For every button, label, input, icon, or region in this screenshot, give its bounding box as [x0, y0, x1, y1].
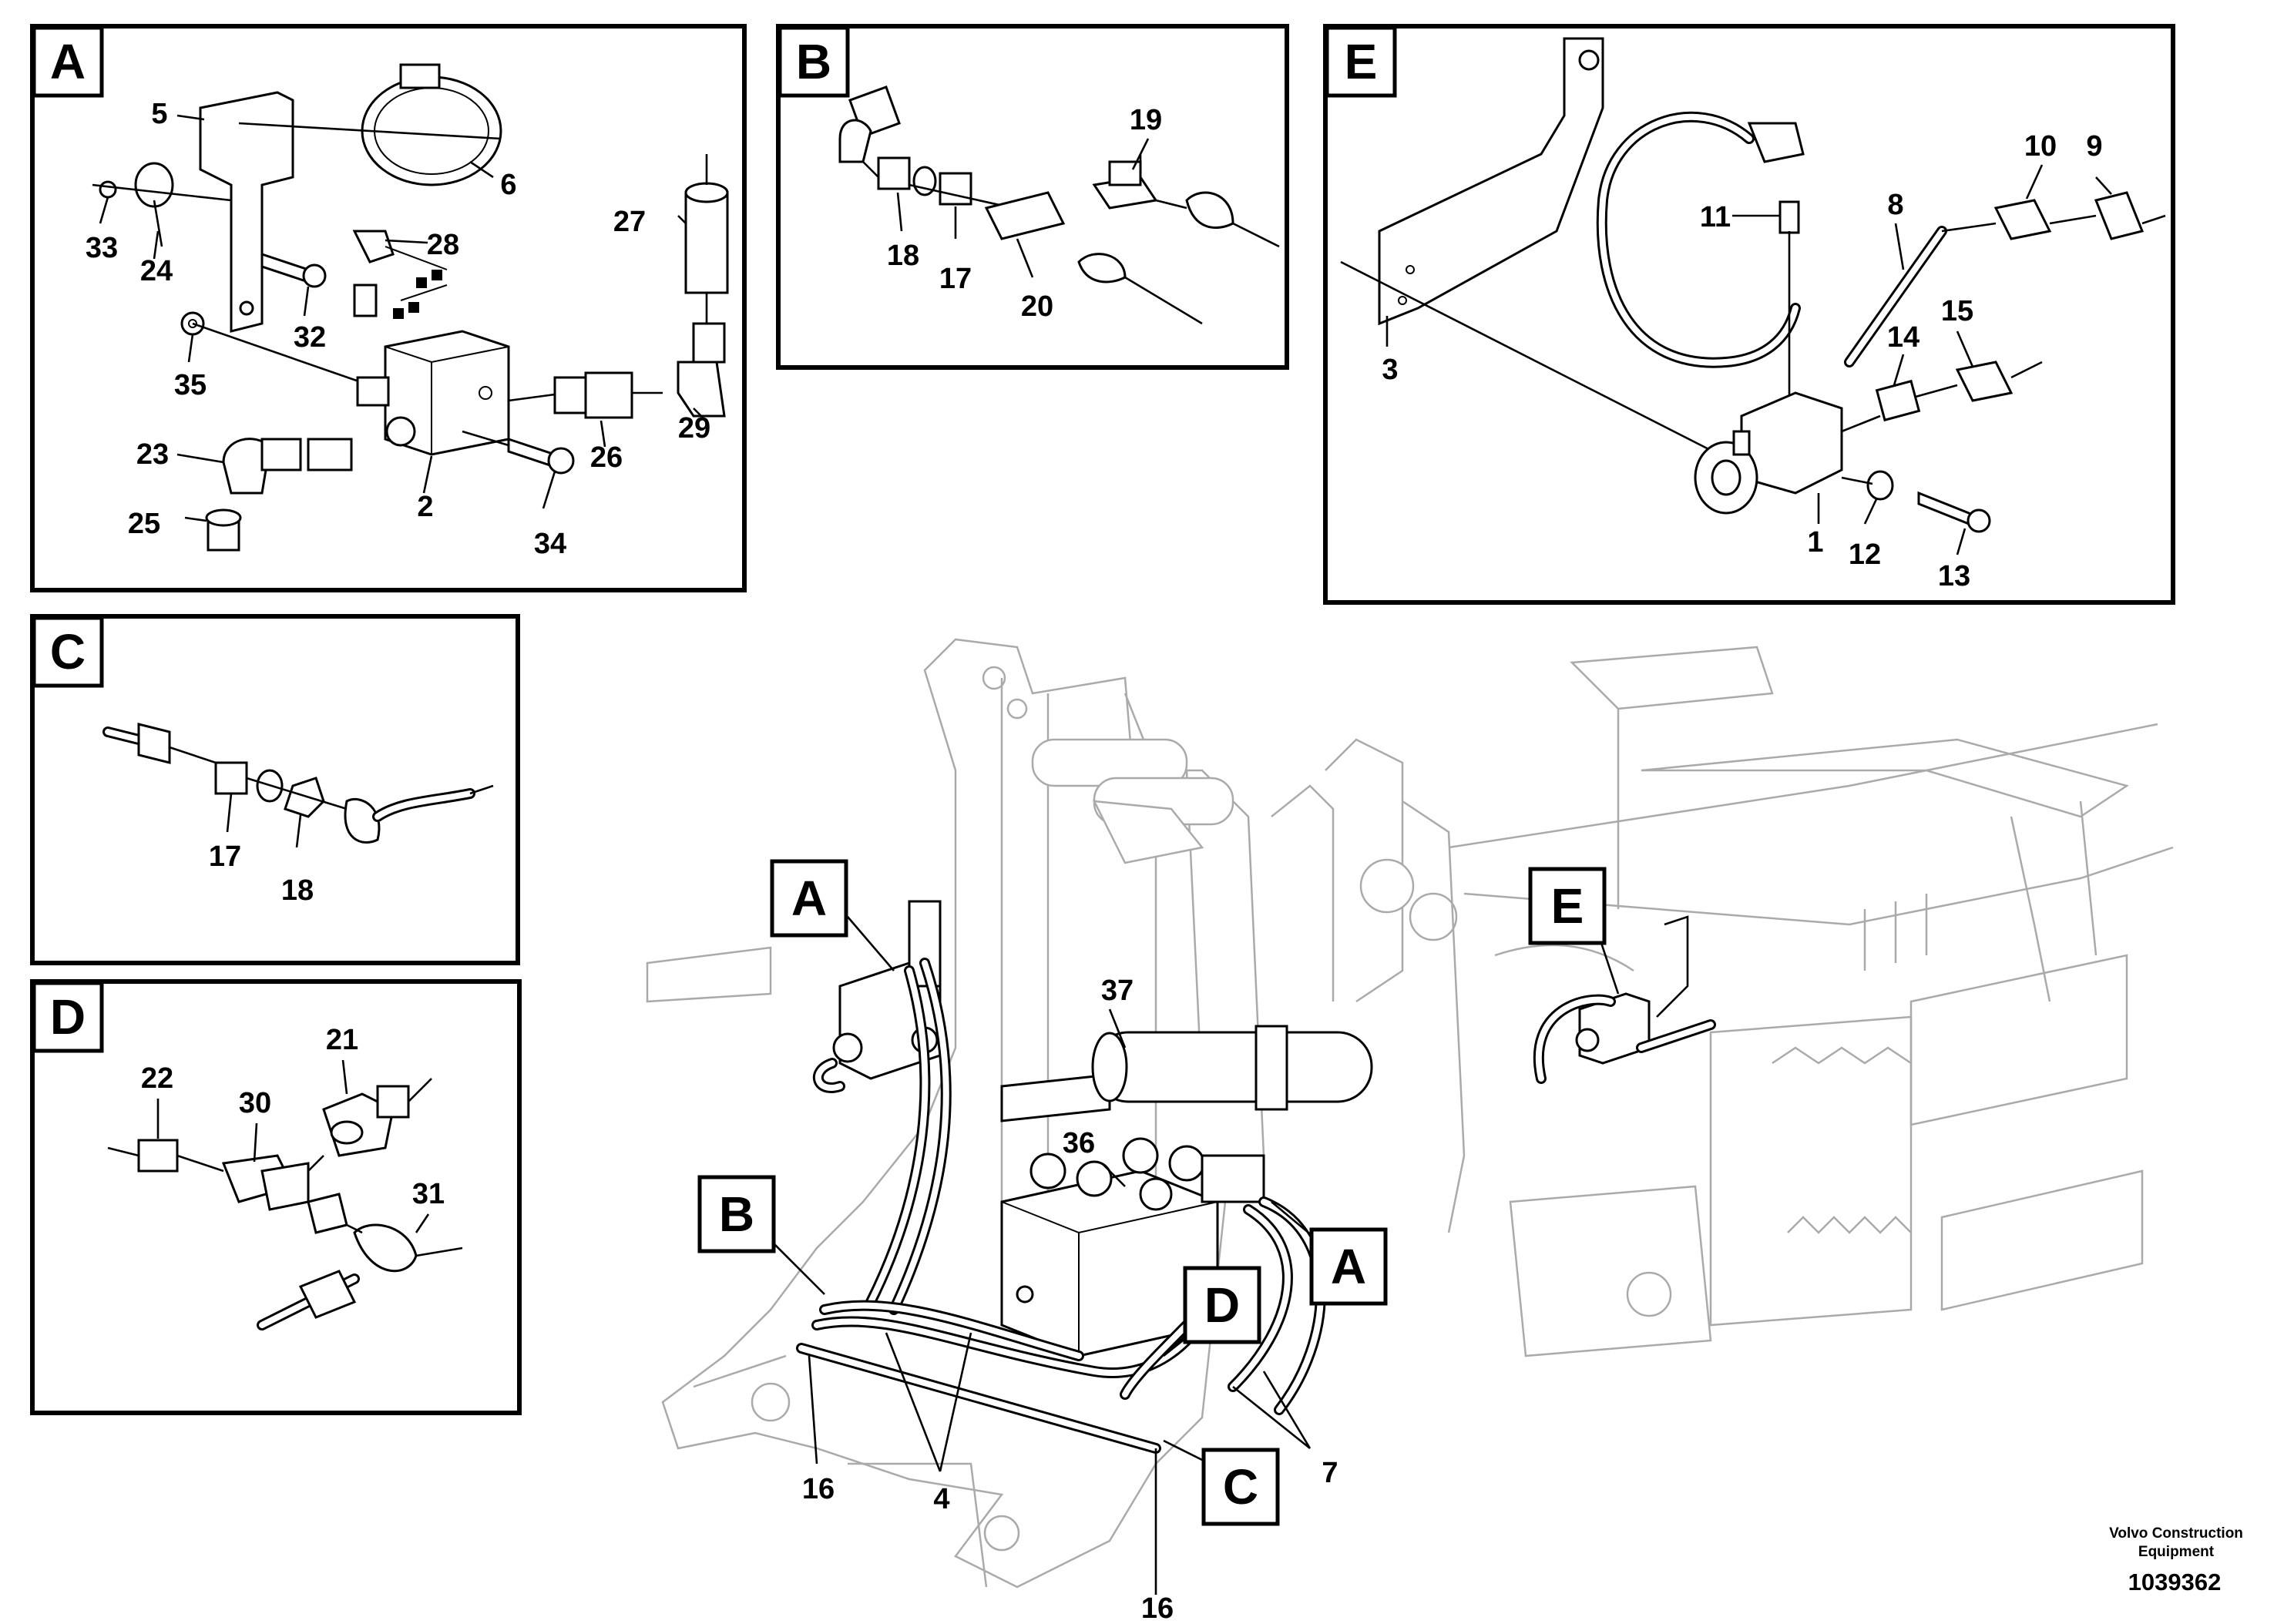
part-number: 4: [933, 1483, 949, 1515]
callout-letter: A: [791, 871, 827, 926]
part-number: 6: [500, 169, 516, 201]
part-number: 11: [1700, 201, 1731, 233]
part-number: 16: [1141, 1592, 1174, 1620]
machine-frame-outline: [646, 638, 2174, 1589]
part-number: 33: [86, 232, 118, 264]
part-number: 30: [239, 1087, 271, 1119]
part-number: 10: [2024, 130, 2057, 163]
callout-letter: C: [1223, 1459, 1258, 1515]
panel-letter: C: [50, 624, 86, 679]
part-number: 9: [2086, 130, 2102, 163]
part-number: 12: [1849, 539, 1881, 571]
panel-d-leaders: [156, 1059, 430, 1233]
panel-c: C 17 18: [30, 614, 520, 965]
part-number: 25: [128, 508, 160, 540]
callout-tag-a-upper[interactable]: A: [770, 859, 848, 938]
panel-letter: D: [50, 989, 86, 1045]
part-number: 26: [590, 441, 623, 474]
company-name-line2: Equipment: [2138, 1544, 2215, 1560]
panel-d-parts: [107, 1078, 463, 1330]
panel-b-leaders: [896, 138, 1150, 278]
part-number: 32: [294, 321, 326, 354]
part-number: 3: [1382, 354, 1398, 386]
panel-a: A: [30, 24, 747, 592]
part-number: 21: [326, 1024, 358, 1056]
panel-c-leaders: [226, 793, 302, 848]
part-number: 31: [412, 1178, 445, 1210]
part-number: 19: [1130, 104, 1162, 136]
callout-tag-d[interactable]: D: [1183, 1266, 1261, 1344]
panel-letter: E: [1345, 34, 1378, 89]
panel-letter: B: [796, 34, 831, 89]
part-number: 27: [613, 206, 646, 238]
part-number: 23: [136, 438, 169, 471]
part-number: 13: [1938, 560, 1970, 592]
valve-block: [1000, 1137, 1265, 1357]
hydraulic-cylinder: [1000, 1025, 1373, 1122]
callout-tag-a-lower[interactable]: A: [1309, 1227, 1388, 1306]
part-number: 7: [1322, 1457, 1338, 1489]
part-number: 37: [1101, 975, 1134, 1007]
part-number: 18: [887, 240, 919, 272]
panel-a-parts: [92, 63, 729, 552]
footer-credit: Volvo Construction Equipment 1039362: [2109, 1525, 2243, 1595]
part-number: 28: [427, 229, 459, 261]
panel-b: B 19 18 17 20: [776, 24, 1289, 370]
callout-letter: E: [1551, 878, 1584, 934]
callout-tag-b[interactable]: B: [697, 1175, 776, 1253]
part-number: 5: [151, 98, 167, 130]
panel-b-parts: [838, 86, 1280, 325]
panel-d: D 22 30 21 31: [30, 979, 522, 1415]
part-number: 1: [1807, 526, 1823, 559]
part-number: 24: [140, 255, 173, 287]
part-number: 15: [1941, 295, 1973, 327]
panel-e-parts: [1340, 37, 2166, 533]
callout-tag-e[interactable]: E: [1528, 867, 1607, 945]
panel-e: E: [1323, 24, 2175, 605]
callout-letter: D: [1204, 1277, 1240, 1333]
part-number: 2: [417, 491, 433, 523]
part-number: 22: [141, 1062, 173, 1095]
panel-a-leaders: [99, 114, 702, 522]
callout-letter: B: [719, 1186, 754, 1242]
callout-tag-c[interactable]: C: [1201, 1448, 1280, 1526]
part-number: 8: [1887, 189, 1903, 221]
main-machine-view: A E B A D C 37 36 16 4 7 16: [646, 638, 2174, 1624]
part-number: 18: [281, 874, 314, 907]
part-number: 20: [1021, 290, 1053, 323]
company-name: Volvo Construction: [2109, 1525, 2243, 1542]
panel-c-parts: [102, 723, 494, 844]
part-number: 34: [534, 528, 566, 560]
part-number: 35: [174, 369, 207, 401]
part-number: 17: [209, 841, 241, 873]
part-number: 29: [678, 412, 710, 445]
drawing-number: 1039362: [2128, 1569, 2222, 1595]
panel-e-leaders: [1385, 164, 2112, 555]
part-number: 16: [802, 1473, 835, 1505]
panel-letter: A: [50, 34, 86, 89]
part-number: 17: [939, 263, 972, 295]
callout-letter: A: [1331, 1239, 1366, 1294]
part-number: 14: [1887, 321, 1920, 354]
part-number: 36: [1063, 1127, 1095, 1159]
